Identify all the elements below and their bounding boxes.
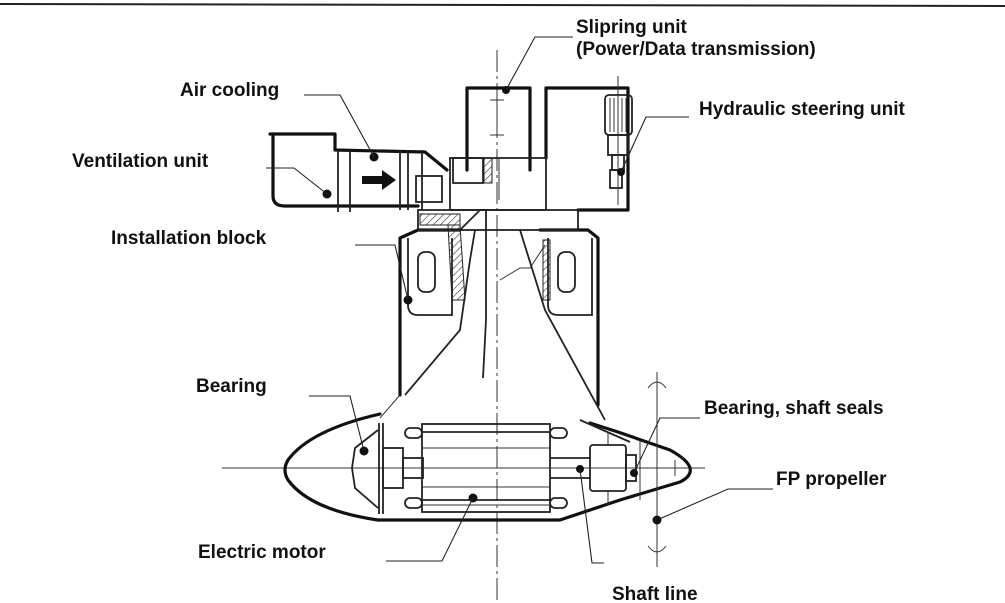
fp-propeller <box>647 372 676 567</box>
front-bearing <box>351 423 424 514</box>
pod-housing <box>283 412 692 522</box>
leader-ventilation <box>266 167 328 195</box>
label-slipring-unit: Slipring unit <box>576 17 687 38</box>
label-shaft-line: Shaft line <box>612 584 698 603</box>
installation-block <box>398 209 600 320</box>
leader-slipring <box>505 36 573 91</box>
shaft-line <box>550 457 590 479</box>
ventilation-duct <box>268 132 449 212</box>
label-fp-propeller: FP propeller <box>776 469 887 490</box>
hydraulic-steering-motor <box>604 76 633 205</box>
leader-fp-propeller <box>656 488 773 521</box>
leader-bearing <box>309 395 365 452</box>
leader-shaft-seals <box>633 417 700 474</box>
label-hydraulic-steering: Hydraulic steering unit <box>699 99 906 120</box>
label-bearing: Bearing <box>196 376 267 397</box>
label-ventilation-unit: Ventilation unit <box>72 151 209 172</box>
leader-electric-motor <box>386 497 474 562</box>
leader-shaft-line <box>579 468 604 564</box>
electric-motor <box>404 423 568 513</box>
label-bearing-shaft-seals: Bearing, shaft seals <box>704 398 884 419</box>
label-slipring-sub: (Power/Data transmission) <box>576 39 816 60</box>
leader-air-cooling <box>304 94 375 158</box>
label-air-cooling: Air cooling <box>180 80 279 101</box>
leader-installation <box>355 244 409 301</box>
steering-housing <box>449 86 630 212</box>
label-electric-motor: Electric motor <box>198 542 326 563</box>
top-border <box>0 3 1005 7</box>
label-installation-block: Installation block <box>111 228 267 249</box>
airflow-arrow-icon <box>362 170 396 190</box>
rear-bearing-seals <box>589 432 641 505</box>
slipring-unit <box>465 86 532 172</box>
strut <box>379 229 606 421</box>
leader-hydraulic <box>620 116 689 173</box>
